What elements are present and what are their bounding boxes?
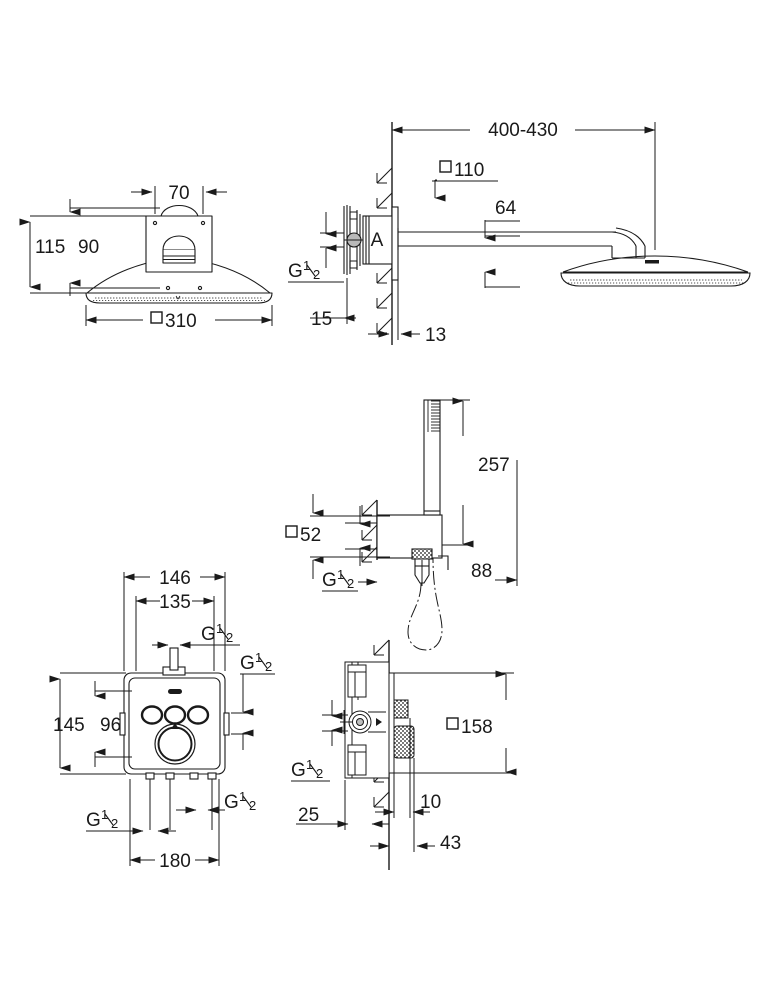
dim-head-leader	[484, 268, 520, 288]
dim-wall-offset-13	[368, 280, 420, 340]
leader-thread-valve-side	[291, 700, 348, 782]
svg-text:G: G	[291, 760, 306, 781]
label-arm-height-64: 64	[495, 198, 517, 219]
label-wall-offset-13: 13	[425, 325, 446, 346]
dim-head-width-310	[85, 305, 273, 326]
view-valve-side	[340, 661, 415, 779]
view-hand-shower-outlet	[376, 399, 449, 651]
svg-text:2: 2	[313, 267, 320, 282]
label-valve-side-25: 25	[298, 805, 319, 826]
svg-text:G: G	[201, 624, 216, 645]
label-valve-side-158: 158	[446, 717, 493, 738]
svg-text:1: 1	[337, 567, 344, 582]
dim-head-heights	[19, 199, 160, 296]
dim-valve-depth-15	[310, 278, 356, 324]
label-arm-projection: 400-430	[488, 120, 558, 141]
svg-text:2: 2	[347, 576, 354, 591]
label-hand-length-257: 257	[478, 455, 510, 476]
label-head-width-70: 70	[168, 183, 189, 204]
svg-text:1: 1	[303, 258, 310, 273]
svg-text:2: 2	[249, 798, 256, 813]
label-outlet-depth-88: 88	[471, 561, 492, 582]
leader-thread-valve-right	[231, 673, 275, 750]
svg-text:1: 1	[101, 807, 108, 822]
label-valve-body-135: 135	[159, 592, 191, 613]
label-head-height-115: 115	[35, 237, 65, 258]
label-thread-g-head-side: G 1 2	[288, 258, 320, 282]
dim-hand-length-257	[440, 397, 474, 548]
svg-text:G: G	[322, 570, 337, 591]
label-valve-ports-180: 180	[159, 851, 191, 872]
svg-text:2: 2	[316, 766, 323, 781]
svg-text:110: 110	[454, 160, 484, 181]
svg-text:310: 310	[165, 311, 197, 332]
dim-port-lines	[129, 779, 220, 866]
dim-arm-height-64	[484, 220, 520, 242]
label-valve-body-height-96: 96	[100, 715, 121, 736]
svg-text:G: G	[224, 792, 239, 813]
svg-text:1: 1	[306, 757, 313, 772]
label-thread-g-valve-bottom-right: G 1 2	[224, 789, 256, 813]
view-head-shower-side: A	[343, 205, 751, 287]
label-thread-g-valve-top: G 1 2	[201, 621, 233, 645]
svg-text:52: 52	[300, 525, 321, 546]
dim-arm-projection	[391, 122, 656, 250]
label-head-square-310: 310	[150, 311, 197, 332]
leader-thread-valve-top	[152, 641, 240, 649]
svg-text:158: 158	[461, 717, 493, 738]
label-thread-g-valve-right: G 1 2	[240, 650, 272, 674]
view-head-shower-front	[85, 204, 273, 304]
dim-outlet-depth-88	[421, 460, 518, 586]
dim-valve-vert-head-side	[320, 212, 344, 268]
dim-valve-body-135	[135, 596, 215, 671]
svg-text:2: 2	[111, 816, 118, 831]
label-arm-square-110: 110	[439, 160, 484, 181]
label-thread-g-hand: G 1 2	[322, 567, 354, 591]
label-valve-side-43: 43	[440, 833, 461, 854]
label-valve-depth-15: 15	[311, 309, 332, 330]
svg-text:2: 2	[265, 659, 272, 674]
label-body-mark-a: A	[371, 230, 384, 251]
svg-text:G: G	[288, 261, 303, 282]
view-valve-front	[119, 647, 230, 780]
label-valve-side-10: 10	[420, 792, 441, 813]
svg-text:G: G	[86, 810, 101, 831]
dim-valve-plate-146	[123, 572, 226, 671]
svg-text:1: 1	[239, 789, 246, 804]
dim-arm-square-110	[432, 179, 498, 202]
svg-text:1: 1	[216, 621, 223, 636]
dim-valve-side-25	[296, 780, 389, 830]
leader-thread-hand	[322, 578, 378, 592]
dim-union-vert-inner	[345, 506, 377, 566]
label-thread-g-valve-bottom-left: G 1 2	[86, 807, 118, 831]
label-valve-plate-146: 146	[159, 568, 191, 589]
svg-text:2: 2	[226, 630, 233, 645]
svg-text:G: G	[240, 653, 255, 674]
label-thread-g-valve-side: G 1 2	[291, 757, 323, 781]
label-head-height-90: 90	[78, 237, 99, 258]
dim-head-width-70	[131, 186, 227, 214]
label-valve-plate-height-145: 145	[53, 715, 85, 736]
label-union-square-52: 52	[285, 525, 321, 546]
dim-union-square-52	[310, 494, 390, 579]
dim-valve-heights	[49, 672, 132, 775]
dim-valve-side-10	[375, 718, 430, 818]
svg-text:1: 1	[255, 650, 262, 665]
